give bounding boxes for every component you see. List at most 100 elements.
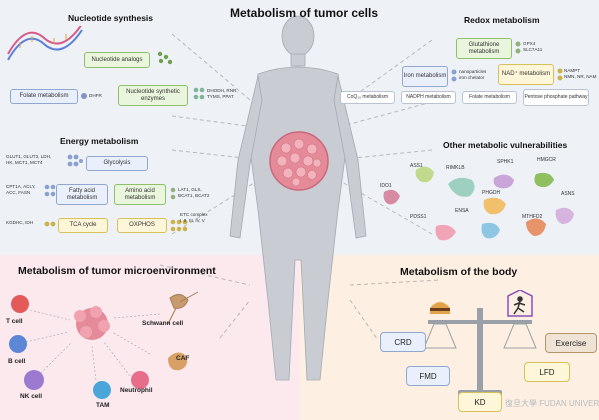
cpt-list: CPT1A, ACLY, ACC, FASN: [6, 184, 35, 195]
tme-region: [0, 255, 300, 420]
vul-rimklb: RIMKLB: [446, 165, 465, 171]
dhfr-label: DHFR: [89, 93, 102, 98]
vul-pdss1: PDSS1: [410, 214, 427, 220]
amino-acid-box: Amino acid metabolism: [114, 184, 166, 205]
lat-line-1: LAT1, GLS,: [178, 187, 202, 192]
energy-title: Energy metabolism: [60, 136, 139, 146]
caf-icon: [168, 352, 188, 371]
tumor-icon: [269, 131, 329, 191]
watermark: 復旦大學 FUDAN UNIVERSITY: [505, 399, 599, 408]
etc-line-2: I, II, III, IV, V: [180, 217, 205, 223]
neutrophil-label: Neutrophil: [120, 387, 153, 394]
b-cell-icon: [9, 335, 27, 353]
vul-ido1: IDO1: [380, 183, 392, 189]
nad-dots-icon: [557, 68, 563, 81]
hmgcr-shape: [534, 172, 554, 188]
vul-hmgcr: HMGCR: [537, 157, 556, 163]
nucleotide-analogs-box: Nucleotide analogs: [84, 52, 150, 68]
exercise-box: Exercise: [545, 333, 597, 353]
gpx-line-1: GPX4: [523, 41, 536, 46]
folate-redox-box: Folate metabolism: [462, 91, 517, 104]
etc-list: ETC complex I, II, III, IV, V: [180, 212, 208, 223]
nad-metabolism-box: NAD⁺ metabolism: [498, 64, 554, 85]
dhfr-dot-icon: [81, 93, 87, 99]
vulnerabilities-title: Other metabolic vulnerabilities: [443, 140, 568, 150]
oxphos-box: OXPHOS: [117, 218, 167, 233]
phgdh-shape: [483, 197, 506, 215]
crd-box: CRD: [380, 332, 426, 352]
gpx-dots-icon: [515, 41, 521, 54]
kd-box: KD: [458, 392, 502, 412]
tme-title: Metabolism of tumor microenvironment: [18, 265, 216, 277]
glutathione-box: Glutathione metabolism: [456, 38, 512, 59]
folate-metabolism-box: Folate metabolism: [10, 89, 78, 104]
ass1-shape: [415, 166, 434, 183]
nk-cell-label: NK cell: [20, 393, 43, 400]
runner-frame: [507, 290, 533, 317]
rimklb-shape: [448, 177, 475, 197]
etc-line-1: ETC complex: [180, 212, 208, 217]
iron-line-1: nanoparticles: [459, 69, 487, 74]
neutrophil-icon: [131, 371, 149, 389]
enzymes-line-1: DHODH, RNR,: [207, 88, 238, 93]
redox-title: Redox metabolism: [464, 15, 540, 25]
runner-icon: [513, 296, 526, 315]
amino-dots-icon: [170, 187, 176, 200]
vul-phgdh: PHGDH: [482, 190, 501, 196]
nadph-box: NADPH metabolism: [401, 91, 456, 104]
tca-cycle-box: TCA cycle: [58, 218, 108, 233]
vul-ass1: ASS1: [410, 163, 423, 169]
cpt-line-2: ACC, FASN: [6, 189, 31, 195]
kgdhc-label: KGDHC, IDH: [6, 220, 34, 225]
iron-dots-icon: [451, 69, 457, 82]
iron-list: nanoparticles iron chelator: [459, 69, 486, 80]
glut-list: GLUT1, GLUT3, LDH, HK, MCT1, MCT4: [6, 154, 51, 165]
nucleotide-enzymes-box: Nucleotide synthetic enzymes: [118, 85, 188, 106]
pdss1-shape: [435, 224, 456, 241]
nucleotide-title: Nucleotide synthesis: [68, 13, 154, 23]
glut-line-2: HK, MCT1, MCT4: [6, 159, 43, 165]
burger-icon: [430, 302, 450, 314]
enzymes-dots-icon: [193, 87, 205, 100]
glut-line-1: GLUT1, GLUT3, LDH,: [6, 154, 52, 159]
iron-metabolism-box: Iron metabolism: [402, 66, 448, 87]
gpx-line-2: SLC7A11: [523, 46, 543, 52]
main-title: Metabolism of tumor cells: [230, 6, 379, 20]
lat-list: LAT1, GLS, BCAT1, BCAT2: [178, 187, 209, 198]
vul-mthfd2: MTHFD2: [522, 214, 543, 220]
glycolysis-box: Glycolysis: [86, 156, 148, 171]
enzymes-line-2: TYMS, PPAT: [207, 93, 234, 99]
nad-line-2: NMN, NR, NAM: [564, 73, 597, 79]
schwann-cell-label: Schwann cell: [142, 320, 184, 327]
sphk1-shape: [493, 174, 514, 189]
glycolysis-dots-icon: [67, 154, 83, 167]
tam-label: TAM: [96, 402, 110, 409]
fatty-acid-box: Fatty acid metabolism: [56, 184, 108, 205]
fmd-box: FMD: [406, 366, 450, 386]
tca-dots-icon: [44, 221, 56, 227]
vul-ensa: ENSA: [455, 208, 469, 214]
coq10-box: CoQ₁₀ metabolism: [340, 91, 395, 104]
gpx-list: GPX4 SLC7A11: [523, 41, 542, 52]
enzymes-list: DHODH, RNR, TYMS, PPAT: [207, 88, 238, 99]
tumor-cluster-icon: [74, 306, 110, 340]
schwann-cell-icon: [167, 291, 199, 325]
caf-label: CAF: [176, 355, 190, 362]
t-cell-icon: [11, 295, 29, 313]
nucleotide-analogs-icon: [157, 51, 173, 65]
mthfd2-shape: [526, 218, 546, 236]
oxphos-dots-icon: [170, 219, 188, 232]
asns-shape: [555, 207, 574, 224]
nad-line-1: NAMPT: [564, 68, 581, 73]
cpt-line-1: CPT1A, ACLY,: [6, 184, 36, 189]
lat-line-2: BCAT1, BCAT2: [178, 192, 210, 198]
lfd-box: LFD: [524, 362, 570, 382]
body-title: Metabolism of the body: [400, 266, 518, 278]
ido1-shape: [383, 189, 400, 205]
ensa-shape: [481, 222, 500, 239]
vul-sphk1: SPHK1: [497, 159, 514, 165]
iron-line-2: iron chelator: [459, 74, 485, 80]
dna-icon: [7, 26, 83, 61]
enzyme-shapes: [383, 166, 574, 241]
